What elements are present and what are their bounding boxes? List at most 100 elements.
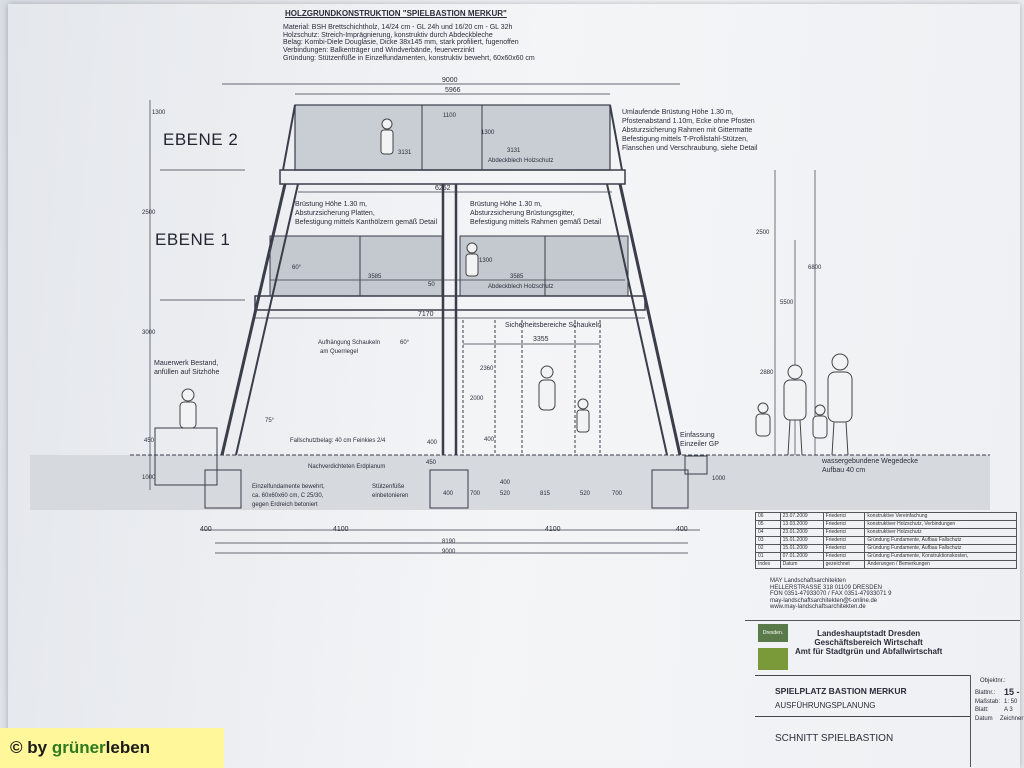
note-foundation: ca. 60x60x60 cm, C 25/30, <box>252 493 324 499</box>
dimension-lines <box>149 83 816 554</box>
dim-height: 1000 <box>142 475 156 481</box>
authority-frame <box>745 620 1020 669</box>
mid-railing-left <box>269 235 443 297</box>
dim-deck: 50 <box>428 282 435 288</box>
dim-right: 5500 <box>780 300 794 306</box>
scale-value: 1: 50 <box>1004 699 1018 705</box>
dim-base-inner: 8190 <box>442 539 456 545</box>
copyright-watermark: © by grünerleben <box>0 728 224 768</box>
sheet-info-table <box>970 675 1019 767</box>
office-line: MAY Landschaftsarchitekten <box>770 578 846 584</box>
note-masonry: anfüllen auf Sitzhöhe <box>154 369 220 376</box>
leg-left-outer <box>220 183 287 456</box>
dim-height: 3000 <box>142 330 156 336</box>
dim-height: 2500 <box>142 210 156 216</box>
office-line: FON 0351-47933070 / FAX 0351-47933071 9 <box>770 591 892 598</box>
authority-line: Geschäftsbereich Wirtschaft <box>814 637 923 647</box>
material-line: Belag: Kombi-Diele Douglasie, Dicke 38x1… <box>283 39 519 47</box>
dresden-logo: Dresden. <box>758 624 788 642</box>
dim-top-width: 5966 <box>445 87 461 94</box>
dim-bottom: 700 <box>470 491 481 497</box>
dim-right: 6800 <box>808 265 822 271</box>
level-2-label: EBENE 2 <box>163 130 239 149</box>
note-railing-right: Befestigung mittels Rahmen gemäß Detail <box>470 219 602 226</box>
note-railing-top: Pfostenabstand 1.10m, Ecke ohne Pfosten <box>622 118 755 125</box>
dim-chain: 2360 <box>480 366 494 372</box>
sheet-size-value: A 3 <box>1004 707 1013 713</box>
note-railing-left: Brüstung Höhe 1.30 m, <box>295 201 367 208</box>
dim-base-left: 400 <box>200 526 212 533</box>
scale-label: Maßstab: <box>975 699 1001 705</box>
object-number-label: Objektnr.: <box>980 678 1006 684</box>
dim-mid-right: 3585 <box>510 274 524 280</box>
mid-railing-right <box>459 235 629 297</box>
mid-beam <box>254 295 646 311</box>
material-line: Material: BSH Brettschichtholz, 14/24 cm… <box>283 24 513 31</box>
note-railing-top: Absturzsicherung Rahmen mit Gittermatte <box>622 127 753 134</box>
office-line: HELLERSTRASSE 318 01109 DRESDEN <box>770 584 882 591</box>
dim-right: 2500 <box>756 230 770 236</box>
note-edging: Einfassung <box>680 432 715 439</box>
foundation-left <box>204 469 242 509</box>
dim-bottom: 400 <box>443 491 454 497</box>
dim-base-mid-left: 4100 <box>333 526 349 533</box>
note-railing-left: Absturzsicherung Platten, <box>295 210 375 217</box>
leg-left-inner <box>235 183 299 456</box>
dim-angle: 60° <box>400 340 410 346</box>
sheet-title: SCHNITT SPIELBASTION <box>775 733 894 744</box>
brand-green: grüner <box>51 738 106 757</box>
drafter-label: Zeichner <box>1000 716 1024 722</box>
note-subsoil: Nachverdichteten Erdplanum <box>308 464 386 470</box>
brand-rest: leben <box>105 738 151 757</box>
dim-railing-height: 1300 <box>479 258 493 264</box>
dim-bottom: 520 <box>580 491 591 497</box>
authority-line: Amt für Stadtgrün und Abfallwirtschaft <box>795 646 943 656</box>
dim-foundation: 400 <box>427 440 438 446</box>
dim-angle: 60° <box>292 265 302 271</box>
material-line: Gründung: Stützenfüße in Einzelfundament… <box>283 54 535 62</box>
note-railing-top: Flanschen und Verschraubung, siehe Detai… <box>622 145 758 152</box>
leg-right-inner <box>606 183 668 456</box>
sheet-size-label: Blatt: <box>975 707 989 713</box>
sheet-number-label: Blattnr.: <box>975 690 996 696</box>
dim-railing-post: 1100 <box>443 113 456 119</box>
dim-height: 1300 <box>152 110 166 116</box>
dim-total-top: 9000 <box>442 77 458 84</box>
dim-inner-right: 3131 <box>507 148 521 154</box>
note-fall-protection: Fallschutzbelag: 40 cm Feinkies 2/4 <box>290 438 386 444</box>
foundation-mid <box>429 469 469 509</box>
edging-stone <box>684 455 708 475</box>
swing-chains <box>462 320 601 455</box>
dim-base-mid-right: 4100 <box>545 526 561 533</box>
note-swing-area: Sicherheitsbereiche Schaukeln <box>505 322 602 329</box>
leg-right-outer <box>618 183 682 456</box>
dim-mid-left: 3585 <box>368 274 382 280</box>
project-frame <box>755 675 970 717</box>
note-support-feet: Stützenfüße <box>372 484 405 490</box>
office-line: www.may-landschaftsarchitekten.de <box>770 604 866 611</box>
dim-beam-top: 6262 <box>435 185 451 192</box>
upper-railing <box>294 104 611 171</box>
dim-inner-left: 3131 <box>398 150 412 156</box>
dim-bottom: 700 <box>612 491 623 497</box>
dim-railing-height: 1300 <box>481 130 495 136</box>
note-railing-top: Befestigung mittels T-Profilstahl-Stütze… <box>622 136 748 143</box>
note-surface: wassergebundene Wegedecke <box>822 458 918 465</box>
note-swing-mount: am Querriegel <box>320 349 359 355</box>
authority-block: Landeshauptstadt Dresden Geschäftsbereic… <box>795 629 943 656</box>
copyright-prefix: © by <box>10 738 52 757</box>
project-phase: AUSFÜHRUNGSPLANUNG <box>775 701 876 710</box>
note-cover-mid: Abdeckblech Holzschutz <box>488 284 554 290</box>
dim-chain: 400 <box>500 480 511 486</box>
dim-bottom: 815 <box>540 491 551 497</box>
upper-beam <box>279 169 626 185</box>
note-foundation: Einzelfundamente bewehrt, <box>252 484 325 490</box>
